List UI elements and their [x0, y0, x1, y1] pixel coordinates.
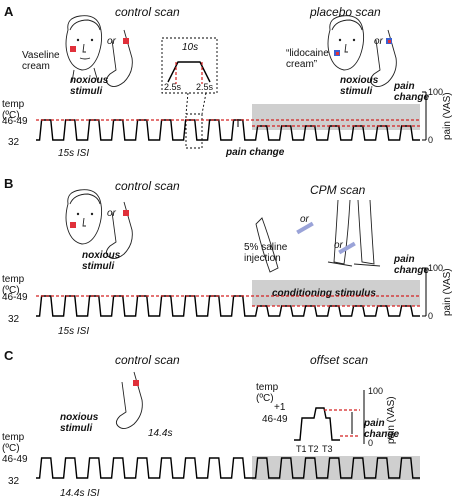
t3: T3: [322, 444, 333, 454]
or-b-right-1: or: [300, 214, 310, 225]
conditioning-shade: [252, 280, 420, 306]
arm-illustration-a-right: [369, 29, 397, 87]
panel-b-right-title: CPM scan: [310, 183, 366, 197]
t1: T1: [296, 444, 307, 454]
panel-b-letter: B: [4, 176, 13, 191]
pain-100-b: 100: [428, 263, 443, 273]
stimulus-inset-a: 10s 2.5s 2.5s: [161, 37, 218, 149]
pain-axis-label-b: pain (VAS): [442, 268, 453, 316]
pain-change-a-left: pain change: [225, 147, 285, 158]
temp-label-c: temp(ºC): [2, 432, 25, 454]
dur-c: 14.4s: [148, 428, 172, 439]
inset-25s-a: 2.5s: [164, 82, 182, 92]
arm-illustration-c: [115, 371, 143, 429]
panel-a-left-title: control scan: [115, 5, 180, 19]
inset-25s-b: 2.5s: [196, 82, 214, 92]
pain-axis-label-a: pain (VAS): [442, 92, 453, 140]
stimulus-site-a-arm: [123, 38, 129, 44]
pain-axis-a: 100 0 pain (VAS): [422, 87, 453, 145]
trace-c: [36, 457, 420, 479]
pulse-trace: [36, 457, 420, 479]
pain-100-c: 100: [368, 386, 383, 396]
pain-0-b: 0: [428, 311, 433, 321]
stimulus-site-a-left: [70, 46, 76, 52]
pain-axis-label-c: pain (VAS): [386, 396, 397, 444]
panel-c-letter: C: [4, 348, 14, 363]
temp-label-a: temp(ºC): [2, 99, 25, 121]
panel-a-letter: A: [4, 4, 14, 19]
isi-b: 15s ISI: [58, 326, 89, 337]
pain-axis-b: 100 0 pain (VAS): [422, 263, 453, 321]
temp-high-a: 46-49: [2, 116, 28, 127]
pain-100-a: 100: [428, 87, 443, 97]
face-illustration-a-right: [327, 15, 365, 71]
inset-10s: 10s: [182, 42, 198, 53]
pain-0-a: 0: [428, 135, 433, 145]
inset-plus1: +1: [274, 402, 286, 413]
face-illustration-a-left: [65, 15, 103, 83]
arm-illustration-b: [105, 201, 133, 259]
panel-c-right-title: offset scan: [310, 353, 368, 367]
or-a-right: or: [374, 36, 384, 47]
face-illustration-b: [65, 189, 103, 245]
temp-low-c: 32: [8, 476, 20, 487]
panel-b-left-title: control scan: [115, 179, 180, 193]
panel-a-right-title: placebo scan: [309, 5, 381, 19]
temp-low-b: 32: [8, 314, 20, 325]
t2: T2: [308, 444, 319, 454]
temp-high-b: 46-49: [2, 292, 28, 303]
arm-illustration-a-left: [105, 29, 133, 87]
pain-0-c: 0: [368, 438, 373, 448]
inset-high-c: 46-49: [262, 414, 288, 425]
temp-high-c: 46-49: [2, 454, 28, 465]
inset-temp-label-c: temp(ºC): [256, 382, 279, 404]
offset-shade: [252, 456, 420, 480]
conditioning-label: conditioning stimulus: [272, 288, 376, 299]
temp-label-b: temp(ºC): [2, 274, 25, 296]
conditioning-illustration-b: [255, 199, 381, 273]
or-b-right-2: or: [334, 240, 344, 251]
temp-low-a: 32: [8, 137, 20, 148]
isi-a: 15s ISI: [58, 148, 89, 159]
panel-c-left-title: control scan: [115, 353, 180, 367]
isi-c: 14.4s ISI: [60, 488, 100, 499]
